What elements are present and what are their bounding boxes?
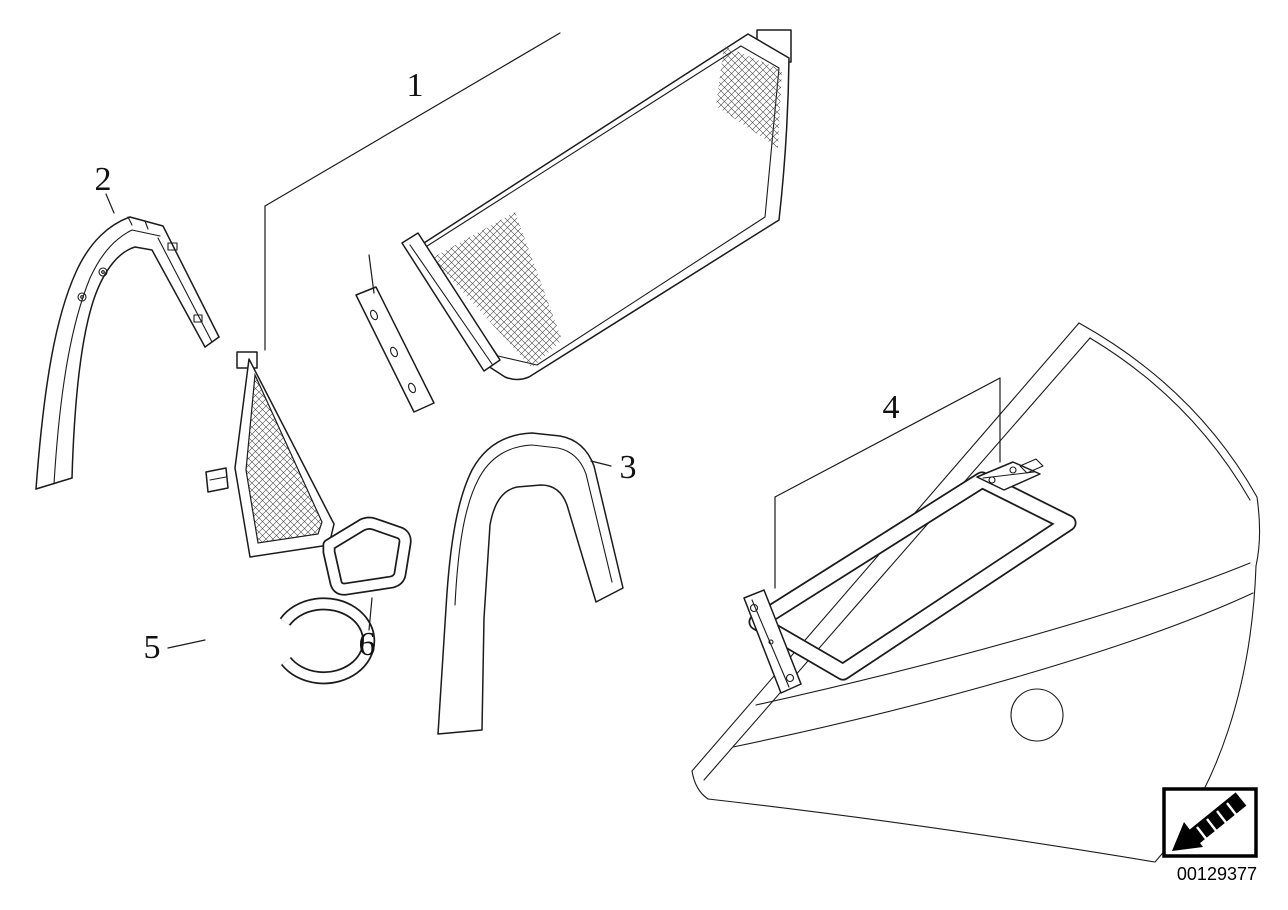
part-4-left-bracket bbox=[743, 589, 802, 694]
part-1-mounting-rail bbox=[355, 286, 435, 413]
part-5-clamp-ring bbox=[279, 597, 376, 685]
callout-5-leader bbox=[167, 639, 206, 649]
callout-1-leader bbox=[264, 32, 561, 351]
catalog-stamp: 00129377 bbox=[1162, 787, 1258, 884]
side-window-clip bbox=[205, 467, 229, 493]
callout-2-leader bbox=[105, 193, 115, 214]
callout-3-leader bbox=[590, 460, 612, 467]
diagram-number: 00129377 bbox=[1177, 864, 1257, 884]
car-body-outline bbox=[691, 322, 1261, 863]
arrow-down-left-icon bbox=[1172, 792, 1247, 851]
callout-3[interactable]: 3 bbox=[620, 449, 637, 486]
part-4-right-bracket bbox=[976, 458, 1044, 491]
callout-4[interactable]: 4 bbox=[883, 389, 900, 426]
part-2-trim-arch bbox=[35, 216, 220, 490]
part-1-wind-deflector bbox=[401, 29, 792, 381]
part-4-rollbar-frame bbox=[743, 458, 1077, 694]
callout-5[interactable]: 5 bbox=[144, 629, 161, 666]
side-window-tab bbox=[236, 351, 258, 369]
callout-6-leader bbox=[368, 597, 373, 631]
trunk-emblem-circle bbox=[1010, 688, 1064, 742]
callout-2[interactable]: 2 bbox=[95, 161, 112, 198]
mesh-patch-left bbox=[432, 212, 562, 368]
part-3-rollbar-cover bbox=[437, 432, 624, 735]
callout-6[interactable]: 6 bbox=[359, 626, 376, 663]
part-6-gasket-ring bbox=[322, 516, 412, 596]
mesh-patch-top bbox=[716, 46, 782, 148]
part-1-side-window bbox=[205, 351, 335, 558]
callout-1[interactable]: 1 bbox=[407, 67, 424, 104]
callout-4-leader bbox=[774, 377, 1001, 589]
screen-left-bar bbox=[401, 232, 501, 372]
